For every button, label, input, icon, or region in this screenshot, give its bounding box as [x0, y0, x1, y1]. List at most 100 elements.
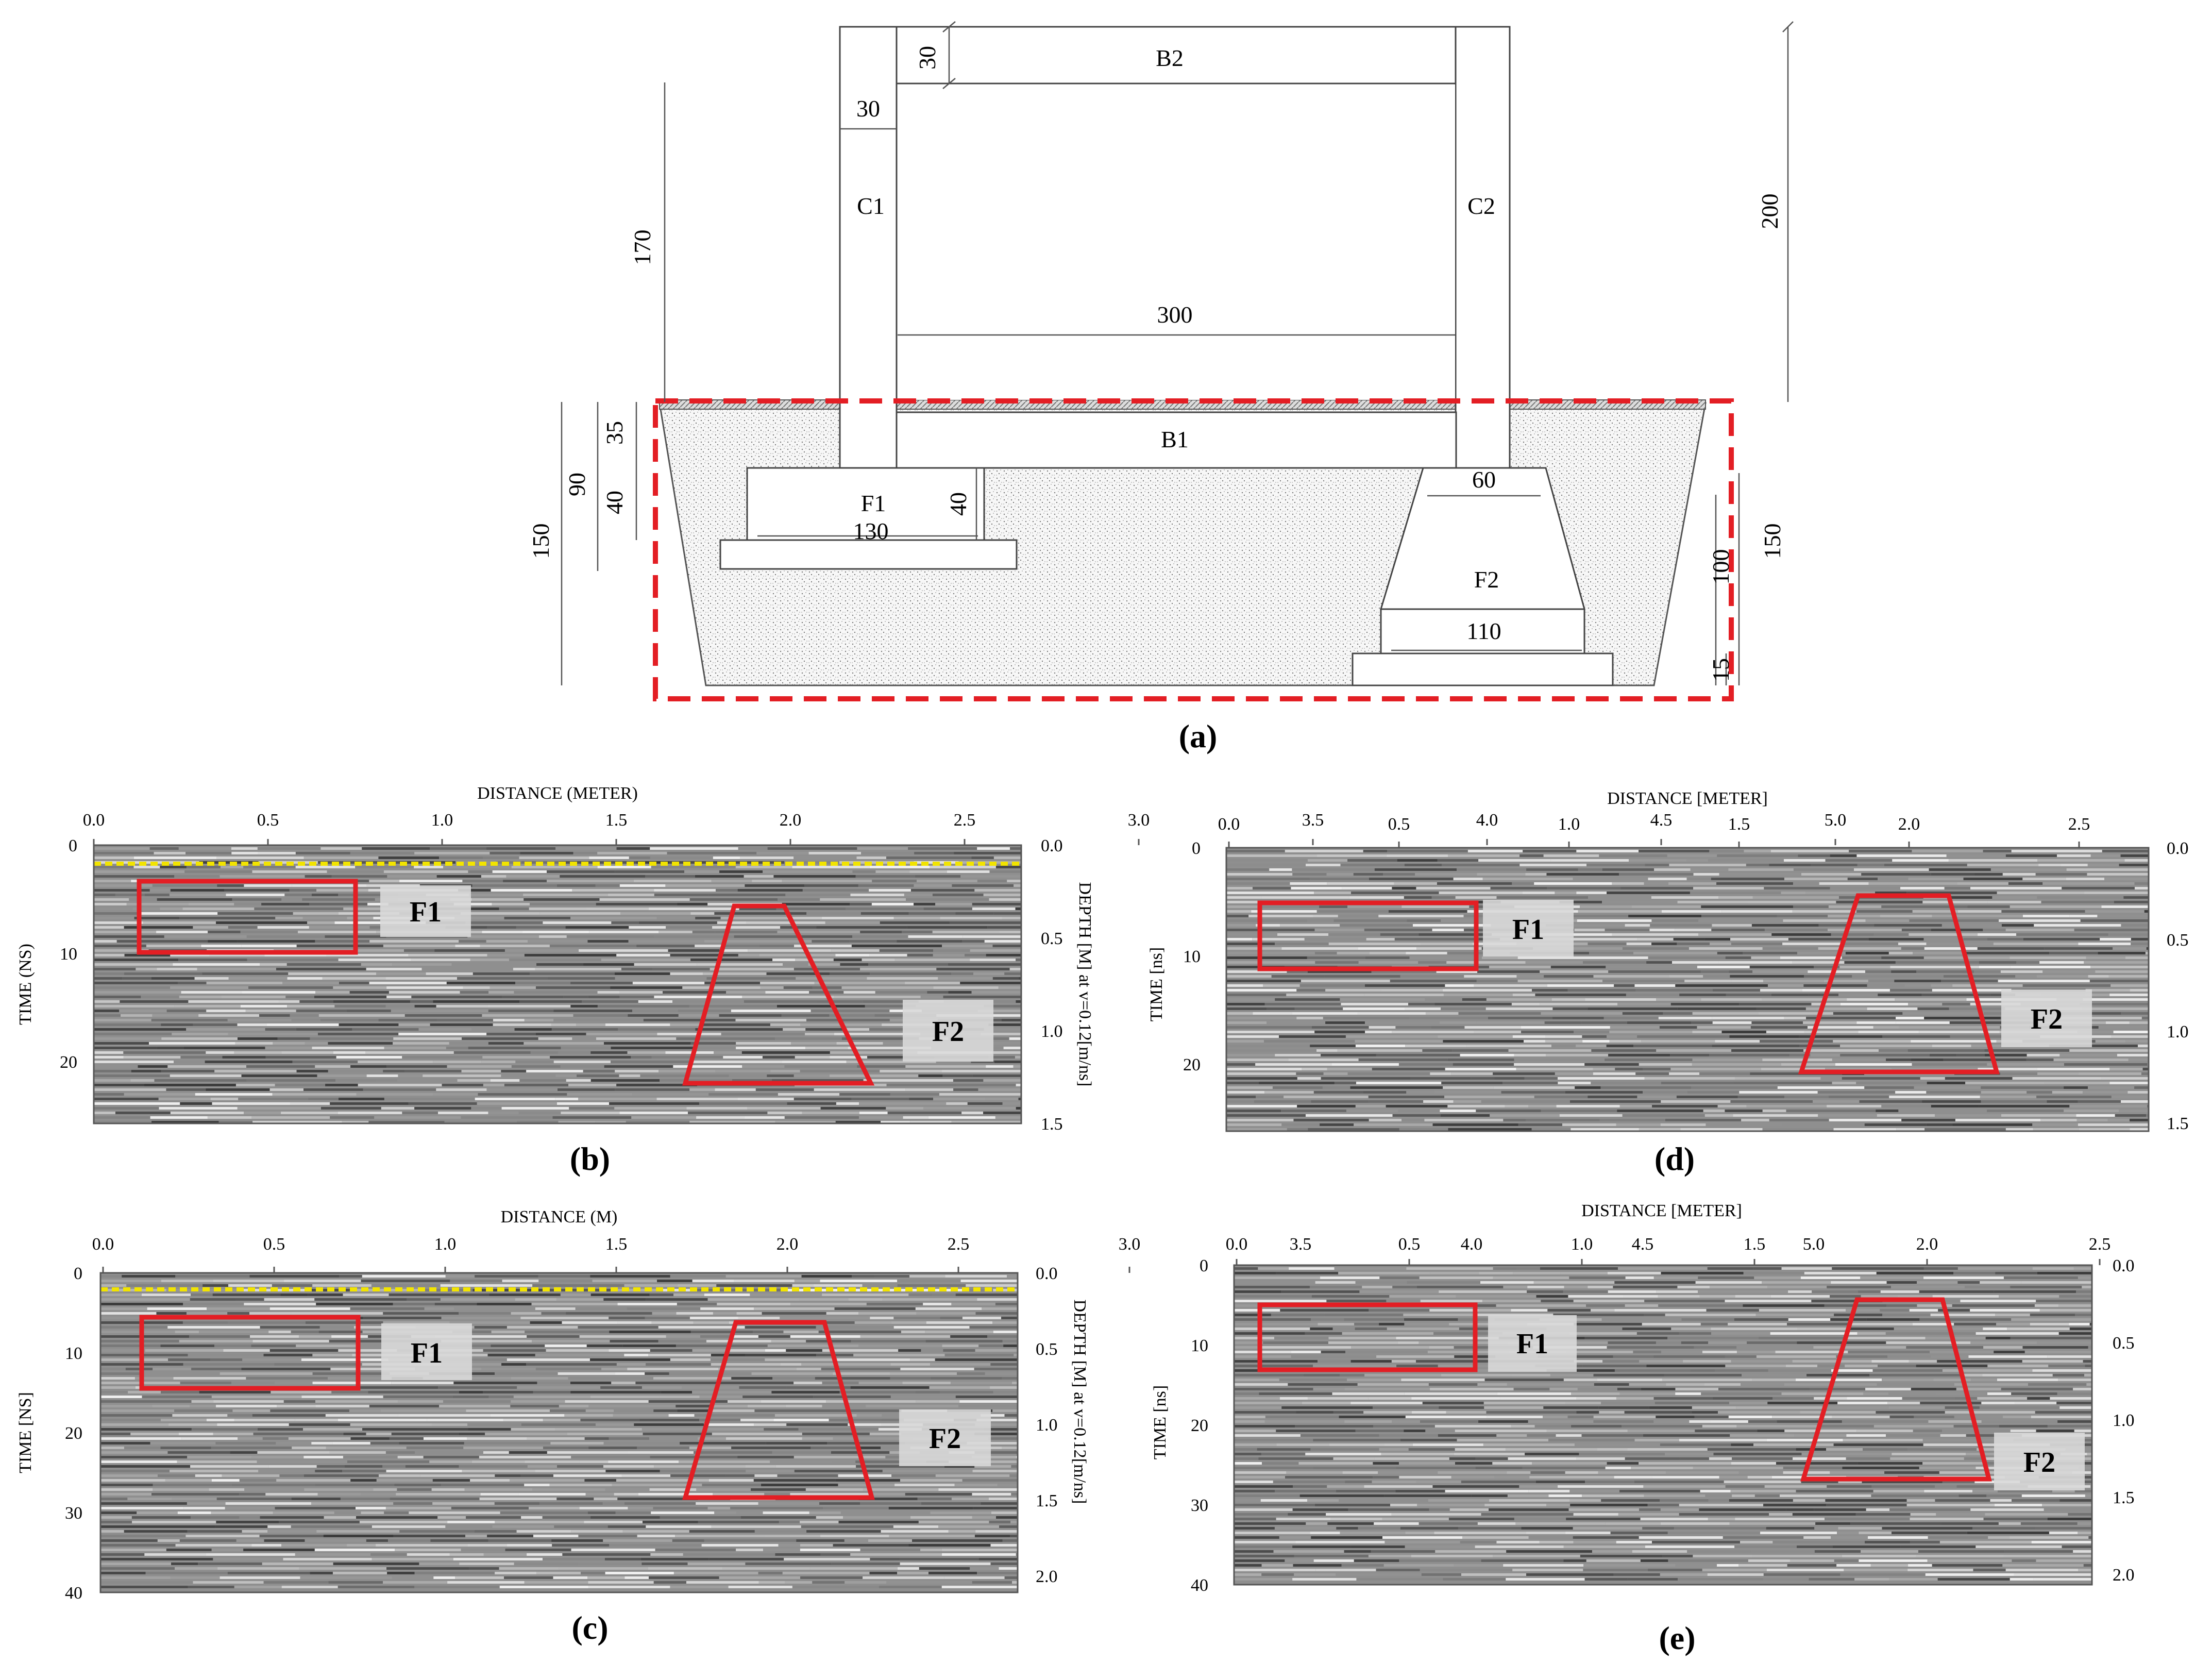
- reflection-stripe: [615, 870, 685, 873]
- reflection-stripe: [972, 1074, 1021, 1077]
- reflection-stripe: [296, 1345, 359, 1347]
- reflection-stripe: [930, 866, 996, 868]
- reflection-stripe: [940, 1391, 993, 1393]
- reflection-stripe: [758, 1581, 785, 1584]
- reflection-stripe: [871, 1493, 905, 1496]
- reflection-stripe: [1548, 1494, 1582, 1497]
- reflection-stripe: [325, 1414, 398, 1417]
- reflection-stripe: [1598, 1406, 1649, 1409]
- reflection-stripe: [894, 1484, 955, 1486]
- reflection-stripe: [1569, 1490, 1620, 1492]
- reflection-stripe: [640, 1558, 709, 1560]
- reflection-stripe: [206, 1553, 295, 1556]
- reflection-stripe: [1615, 1068, 1643, 1070]
- reflection-stripe: [1277, 933, 1329, 936]
- reflection-stripe: [1679, 1513, 1769, 1516]
- reflection-stripe: [586, 908, 649, 910]
- reflection-stripe: [1392, 1286, 1417, 1288]
- reflection-stripe: [1605, 1059, 1693, 1061]
- reflection-stripe: [513, 968, 535, 970]
- reflection-stripe: [1700, 970, 1729, 973]
- reflection-stripe: [1552, 1017, 1604, 1019]
- reflection-stripe: [1226, 882, 1290, 885]
- reflection-stripe: [133, 866, 160, 868]
- reflection-stripe: [1267, 1021, 1326, 1024]
- reflection-stripe: [1970, 887, 2062, 889]
- reflection-stripe: [464, 1488, 532, 1491]
- x-tick-label: 2.5: [954, 811, 976, 830]
- reflection-stripe: [1588, 1007, 1678, 1010]
- reflection-stripe: [1263, 984, 1300, 987]
- reflection-stripe: [1417, 1504, 1485, 1506]
- reflection-stripe: [1313, 1388, 1345, 1390]
- reflection-stripe: [953, 1079, 984, 1082]
- reflection-stripe: [751, 1488, 806, 1491]
- reflection-stripe: [1226, 1119, 1294, 1121]
- reflection-stripe: [695, 945, 723, 947]
- reflection-stripe: [1820, 1077, 1842, 1080]
- reflection-stripe: [1550, 1374, 1594, 1376]
- reflection-stripe: [361, 963, 393, 966]
- reflection-stripe: [1632, 1550, 1687, 1553]
- reflection-stripe: [1840, 1054, 1930, 1056]
- reflection-stripe: [100, 1414, 173, 1417]
- reflection-stripe: [616, 847, 650, 850]
- reflection-stripe: [1653, 1420, 1690, 1423]
- reflection-stripe: [1656, 1290, 1698, 1293]
- reflection-stripe: [1932, 1295, 1999, 1298]
- reflection-stripe: [1627, 1430, 1695, 1432]
- reflection-stripe: [430, 1023, 493, 1026]
- reflection-stripe: [168, 1358, 211, 1361]
- reflection-stripe: [244, 1112, 281, 1114]
- reflection-stripe: [1408, 1003, 1435, 1005]
- reflection-stripe: [1362, 1286, 1393, 1288]
- reflection-stripe: [1660, 1508, 1699, 1511]
- reflection-stripe: [2083, 1360, 2092, 1363]
- reflection-stripe: [94, 1000, 120, 1003]
- reflection-stripe: [302, 1428, 363, 1431]
- reflection-stripe: [295, 1553, 371, 1556]
- reflection-stripe: [673, 1065, 742, 1068]
- reflection-stripe: [1234, 1286, 1310, 1288]
- reflection-stripe: [483, 1553, 527, 1556]
- reflection-stripe: [766, 972, 830, 975]
- reflection-stripe: [1568, 1295, 1624, 1298]
- reflection-stripe: [1954, 1383, 2029, 1386]
- reflection-stripe: [1831, 1536, 1868, 1539]
- reflection-stripe: [784, 1558, 870, 1560]
- reflection-stripe: [1855, 1513, 1911, 1516]
- reflection-stripe: [1306, 864, 1341, 866]
- reflection-stripe: [1660, 1443, 1731, 1446]
- reflection-stripe: [543, 921, 612, 924]
- reflection-stripe: [993, 1331, 1018, 1333]
- reflection-stripe: [955, 1293, 1018, 1296]
- reflection-stripe: [1355, 1105, 1386, 1107]
- reflection-stripe: [988, 1056, 1015, 1059]
- reflection-stripe: [810, 1567, 898, 1570]
- reflection-stripe: [149, 889, 171, 892]
- reflection-stripe: [1880, 915, 1932, 917]
- reflection-stripe: [2101, 905, 2149, 908]
- reflection-stripe: [573, 852, 598, 854]
- reflection-stripe: [961, 1112, 984, 1114]
- y-right-tick-labels-d: 0.00.51.01.5: [2167, 839, 2189, 1133]
- reflection-stripe: [459, 1563, 514, 1565]
- reflection-stripe: [1708, 859, 1784, 862]
- reflection-stripe: [467, 1423, 521, 1426]
- label-c2: C2: [1467, 193, 1495, 219]
- reflection-stripe: [1619, 1105, 1652, 1107]
- reflection-stripe: [1280, 924, 1340, 927]
- reflection-stripe: [651, 1056, 723, 1059]
- reflection-stripe: [1226, 1082, 1259, 1084]
- reflection-stripe: [1271, 1314, 1325, 1316]
- reflection-stripe: [1226, 1123, 1282, 1126]
- reflection-stripe: [969, 1326, 1018, 1329]
- reflection-stripe: [146, 945, 201, 947]
- reflection-stripe: [2036, 975, 2088, 978]
- reflection-stripe: [990, 1563, 1018, 1565]
- reflection-stripe: [1825, 859, 1893, 862]
- reflection-stripe: [385, 1451, 415, 1454]
- reflection-stripe: [1931, 1105, 1979, 1107]
- reflection-stripe: [1260, 905, 1320, 908]
- reflection-stripe: [2141, 1017, 2149, 1019]
